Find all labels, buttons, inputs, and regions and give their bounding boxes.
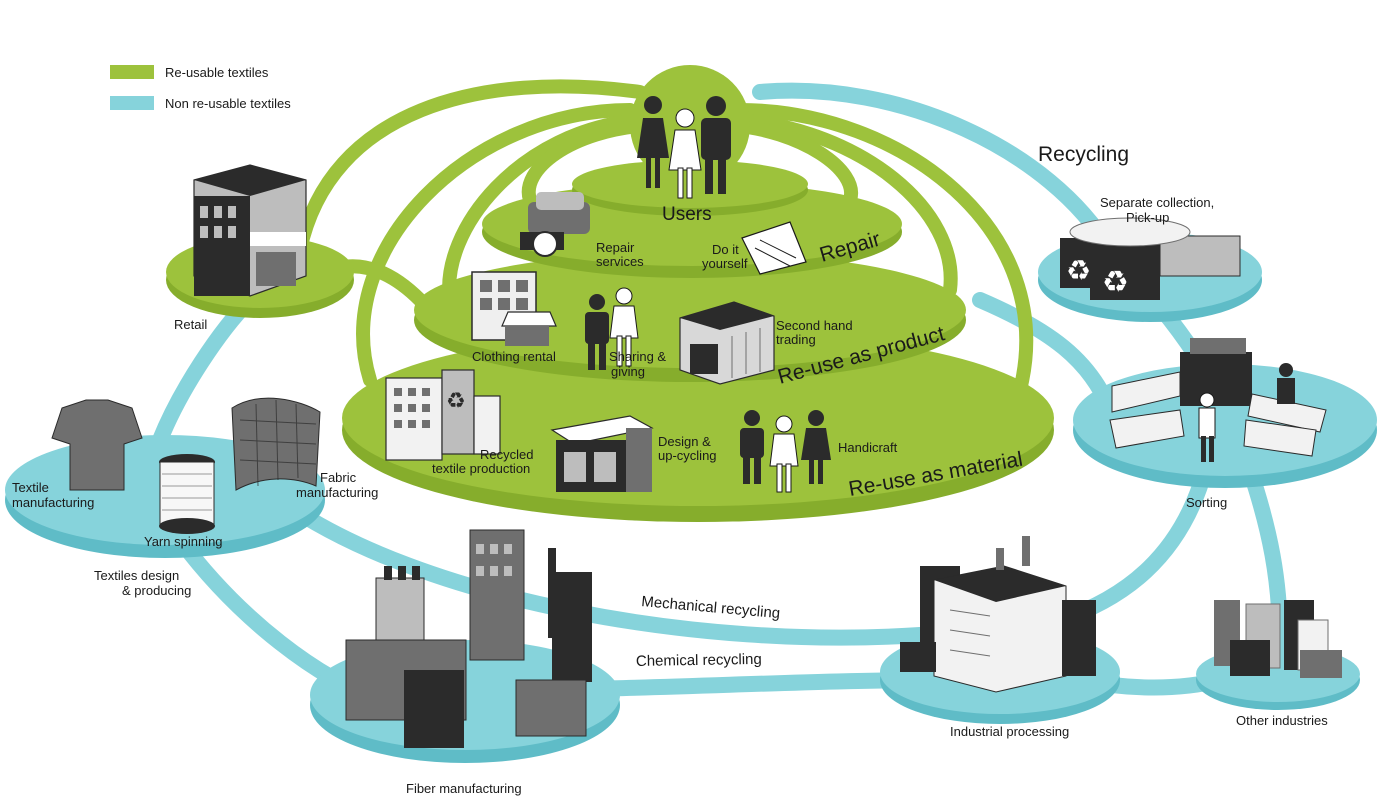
flow-users-arc-right-small <box>723 118 859 207</box>
design-upcycling-shop-icon <box>550 415 654 492</box>
label-separate-collection: Separate collection, Pick-up <box>1100 195 1218 225</box>
legend-label-nonreusable: Non re-usable textiles <box>165 96 291 111</box>
users-people-icon <box>637 96 731 199</box>
recycle-symbol-icon: ♻ <box>446 389 466 414</box>
sewing-machine-icon <box>520 192 590 257</box>
label-recycling: Recycling <box>1038 143 1129 166</box>
person-woman-icon <box>637 96 669 188</box>
collection-bins-icon: ♻ ♻ <box>1060 217 1241 300</box>
other-industries-skyline-icon <box>1214 600 1342 678</box>
tier-material-top <box>342 330 1054 506</box>
label-repair-services: Repair services <box>596 240 644 269</box>
label-other-industries: Other industries <box>1236 713 1328 728</box>
tier-product-top <box>414 252 966 368</box>
label-industrial-processing: Industrial processing <box>950 724 1069 739</box>
clothing-rental-shop-icon <box>471 271 557 346</box>
diy-cloth-needle-icon <box>741 221 807 275</box>
label-users: Users <box>662 204 712 225</box>
fabric-mesh-icon <box>231 397 321 491</box>
legend-swatch-reusable <box>110 65 154 79</box>
label-sorting: Sorting <box>1186 495 1227 510</box>
fiber-factory-icon <box>345 529 592 748</box>
person-child-icon <box>668 108 702 199</box>
label-handicraft: Handicraft <box>838 440 898 455</box>
retail-building-icon <box>193 164 307 297</box>
flow-users-arc-left-outer <box>356 103 637 387</box>
legend-swatch-nonreusable <box>110 96 154 110</box>
tshirt-icon <box>51 399 143 491</box>
label-design-upcycling: Design & up-cycling <box>658 434 717 463</box>
handicraft-people-icon <box>740 410 831 493</box>
label-fabric-manufacturing: Fabric manufacturing <box>296 470 378 500</box>
flow-users-arc-left-small <box>521 118 657 207</box>
industrial-factory-icon <box>900 536 1096 693</box>
label-recycled-textile: Recycled textile production <box>432 447 537 476</box>
flow-sorting-to-industrial <box>1052 462 1213 628</box>
label-textiles-design: Textiles design & producing <box>94 568 191 598</box>
label-yarn-spinning: Yarn spinning <box>144 534 223 549</box>
label-second-hand: Second hand trading <box>776 318 856 347</box>
flow-users-arc-right-outer <box>733 103 1034 397</box>
tier-material <box>342 330 1054 522</box>
bin-recycle-icon-2: ♻ <box>1102 265 1129 300</box>
label-chemical-recycling: Chemical recycling <box>636 651 762 670</box>
bin-recycle-icon-1: ♻ <box>1066 254 1091 287</box>
flow-users-to-collection <box>752 82 1118 258</box>
recycled-production-building-icon: ♻ <box>385 369 501 461</box>
legend: Re-usable textiles Non re-usable textile… <box>110 65 291 111</box>
yarn-spool-icon <box>159 454 215 534</box>
label-fiber-manufacturing: Fiber manufacturing <box>406 781 522 796</box>
legend-label-reusable: Re-usable textiles <box>165 65 269 80</box>
sharing-people-icon <box>585 287 639 370</box>
sorting-facility-icon <box>1109 338 1327 462</box>
label-sharing-giving: Sharing & giving <box>609 349 670 379</box>
label-textile-manufacturing: Textile manufacturing <box>12 480 94 510</box>
flow-users-to-retail <box>293 79 647 257</box>
person-man-icon <box>701 96 731 194</box>
label-do-it-yourself: Do it yourself <box>702 242 748 271</box>
label-clothing-rental: Clothing rental <box>472 349 556 364</box>
label-retail: Retail <box>174 317 207 332</box>
second-hand-store-icon <box>679 301 775 385</box>
flow-users-arc-right-inner <box>733 113 958 297</box>
